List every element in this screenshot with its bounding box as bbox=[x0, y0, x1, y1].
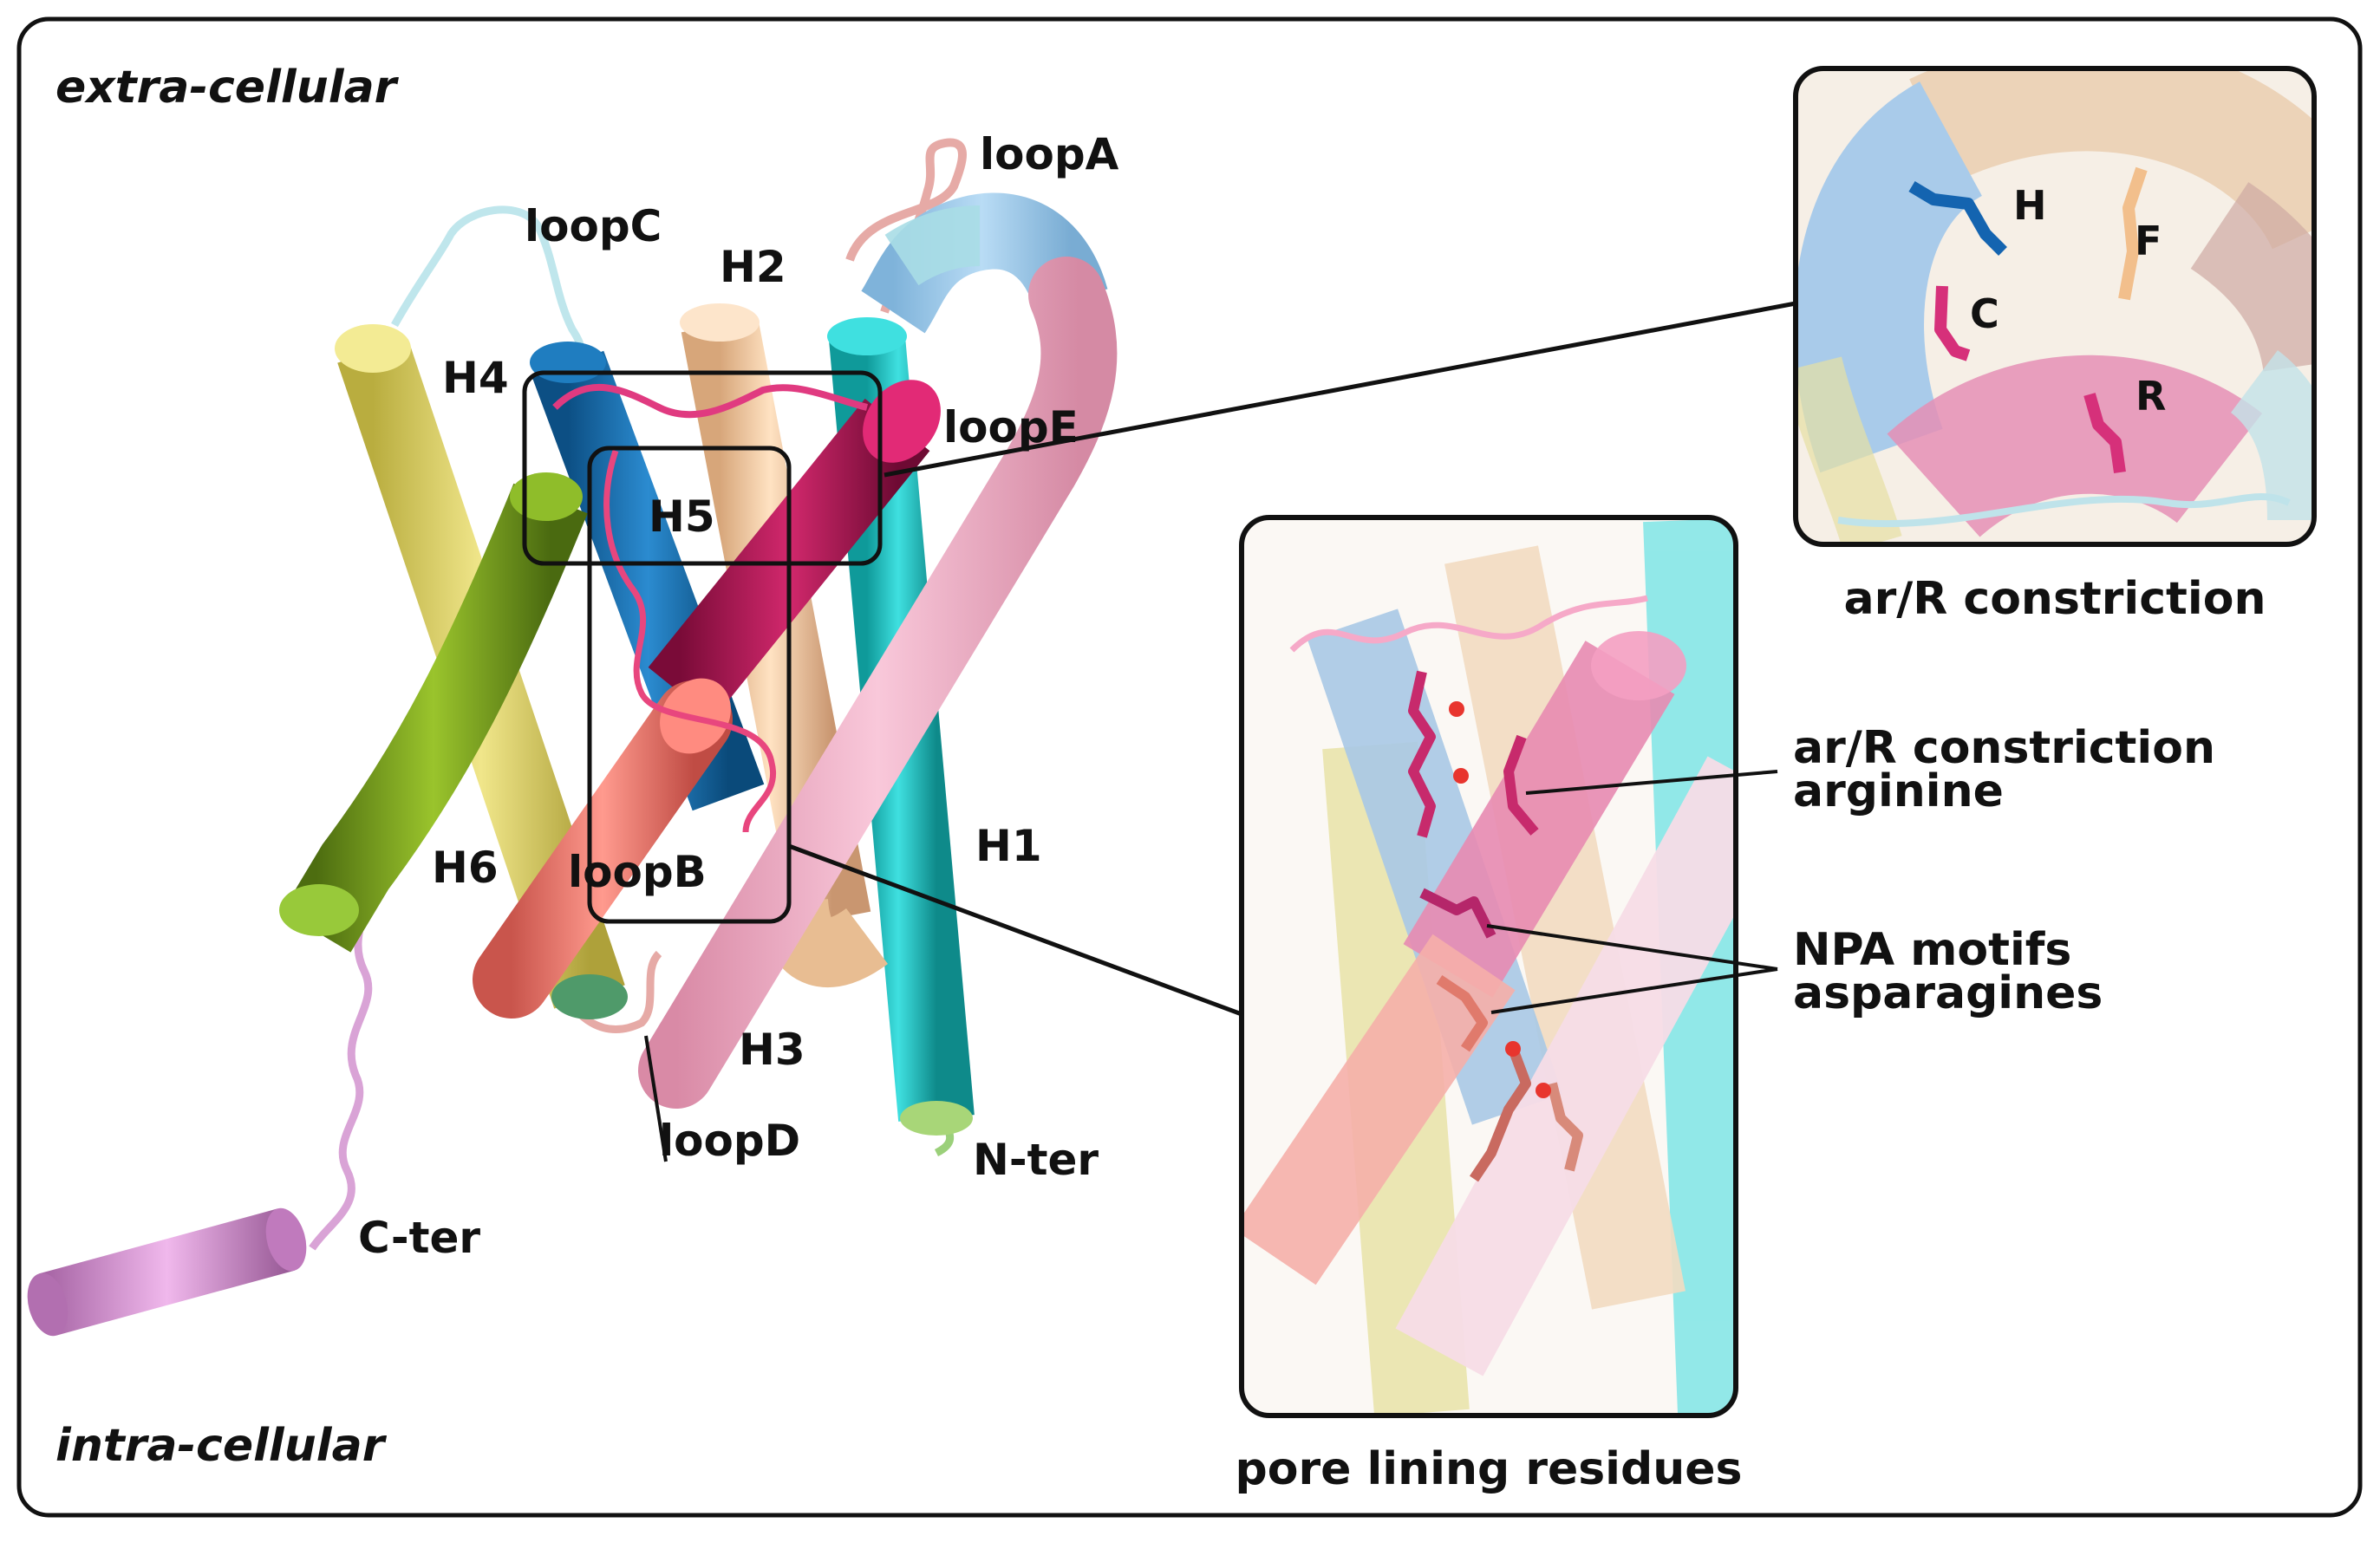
arR-inset: H F C R ar/R constriction bbox=[1793, 66, 2317, 625]
intracellular-label: intra-cellular bbox=[55, 1420, 388, 1472]
arR-connector-line bbox=[884, 301, 1796, 478]
label-loopE: loopE bbox=[943, 402, 1079, 452]
extracellular-label: extra-cellular bbox=[55, 62, 400, 114]
label-H6: H6 bbox=[432, 843, 499, 893]
label-loopD: loopD bbox=[659, 1116, 800, 1166]
helix-cter bbox=[27, 1207, 307, 1337]
label-H2: H2 bbox=[720, 242, 786, 292]
label-loopA: loopA bbox=[980, 129, 1119, 179]
arginine-callout-line1: ar/R constriction bbox=[1793, 722, 2215, 774]
label-cter: C-ter bbox=[358, 1213, 480, 1263]
arR-inset-frame bbox=[1793, 66, 2317, 547]
loop-e-coil bbox=[552, 384, 868, 419]
arR-inset-caption: ar/R constriction bbox=[1844, 573, 2266, 625]
helix-h6 bbox=[279, 472, 588, 953]
arR-residue-F: F bbox=[2135, 218, 2162, 264]
label-H1: H1 bbox=[975, 821, 1042, 871]
npa-callout-line-2 bbox=[1490, 967, 1778, 1014]
arginine-callout-line2: arginine bbox=[1793, 765, 2004, 817]
label-loopB: loopB bbox=[568, 847, 707, 897]
arginine-callout-line bbox=[1525, 770, 1778, 795]
cter-coil bbox=[309, 866, 373, 1251]
npa-callout-label: NPA motifs asparagines bbox=[1793, 924, 2103, 1019]
helix-h3 bbox=[638, 192, 1118, 1109]
npa-callout-line2: asparagines bbox=[1793, 967, 2103, 1019]
loopD-pointer-line bbox=[644, 1035, 668, 1162]
pore-inset: ar/R constriction arginine NPA motifs as… bbox=[1236, 515, 2231, 1495]
arginine-callout-label: ar/R constriction arginine bbox=[1793, 722, 2231, 817]
arR-region-box bbox=[522, 370, 883, 566]
pore-inset-caption: pore lining residues bbox=[1236, 1443, 1743, 1495]
label-H5: H5 bbox=[649, 491, 715, 542]
loop-b-coil bbox=[603, 449, 777, 833]
arR-residue-H: H bbox=[2013, 182, 2047, 229]
protein-cartoon: loopA loopC H2 H4 loopE H5 H1 H6 loopB H… bbox=[27, 129, 1796, 1337]
label-nter: N-ter bbox=[973, 1135, 1099, 1185]
npa-callout-line1: NPA motifs bbox=[1793, 924, 2071, 976]
label-H3: H3 bbox=[739, 1025, 805, 1075]
npa-callout-line-1 bbox=[1486, 924, 1778, 971]
label-loopC: loopC bbox=[525, 201, 662, 251]
pore-inset-frame bbox=[1239, 515, 1738, 1418]
arR-residue-R: R bbox=[2135, 373, 2166, 420]
arR-residue-C: C bbox=[1970, 290, 1999, 337]
label-H4: H4 bbox=[442, 353, 509, 403]
pore-connector-line bbox=[788, 843, 1242, 1017]
pore-region-box bbox=[587, 446, 792, 924]
